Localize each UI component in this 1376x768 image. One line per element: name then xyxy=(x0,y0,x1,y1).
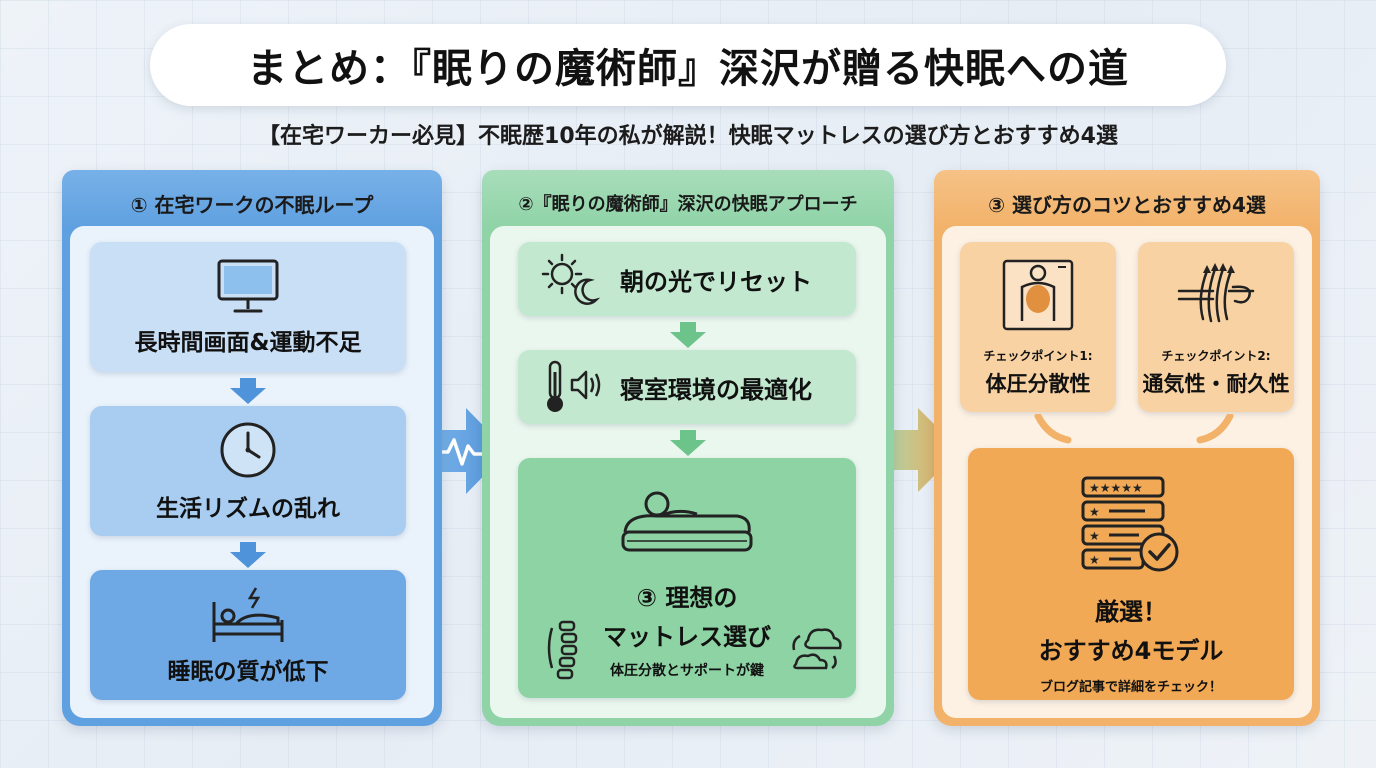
svg-text:★★★★★: ★★★★★ xyxy=(1089,481,1143,495)
step-long-screen-time: 長時間画面&運動不足 xyxy=(90,242,406,372)
checkpoint-value: 体圧分散性 xyxy=(985,371,1091,396)
highlight-line2: マットレス選び xyxy=(603,623,771,651)
clock-icon xyxy=(220,422,276,478)
body-pressure-icon xyxy=(1002,259,1074,330)
spine-icon xyxy=(547,620,578,680)
page-title-text: まとめ：『眠りの魔術師』深沢が贈る快眠への道 xyxy=(247,46,1129,92)
sun-moon-icon xyxy=(541,253,601,305)
checkpoint-2: チェックポイント2: 通気性・耐久性 xyxy=(1138,242,1294,412)
monitor-icon xyxy=(217,259,279,313)
down-arrow-icon xyxy=(230,542,266,568)
panel1-header: ① 在宅ワークの不眠ループ xyxy=(62,170,442,228)
page-title: まとめ：『眠りの魔術師』深沢が贈る快眠への道 xyxy=(150,24,1226,106)
restless-bed-icon xyxy=(212,587,284,642)
panel-insomnia-loop: ① 在宅ワークの不眠ループ 長時間画面&運動不足 生活リズムの乱れ xyxy=(62,170,442,726)
svg-text:★: ★ xyxy=(1089,529,1100,543)
rated-list-icon: ★★★★★ ★ ★ ★ xyxy=(1081,476,1179,572)
down-arrow-icon xyxy=(670,322,706,348)
result-line1: 厳選！ xyxy=(1095,598,1167,626)
page-subtitle: 【在宅ワーカー必見】不眠歴10年の私が解説！快眠マットレスの選び方とおすすめ4選 xyxy=(258,124,1118,149)
step-label: 朝の光でリセット xyxy=(620,267,812,296)
recommended-models: ★★★★★ ★ ★ ★ 厳選！ おすすめ4モデル ブログ記事で詳細をチェック！ xyxy=(968,448,1294,700)
panel2-header: ②『眠りの魔術師』深沢の快眠アプローチ xyxy=(482,170,894,228)
highlight-line1: ③ 理想の xyxy=(636,584,738,612)
checkpoint-1: チェックポイント1: 体圧分散性 xyxy=(960,242,1116,412)
down-arrow-icon xyxy=(670,430,706,456)
result-line2: おすすめ4モデル xyxy=(1038,637,1224,665)
cloud-icon xyxy=(792,628,842,670)
down-arrow-icon xyxy=(230,378,266,404)
svg-text:★: ★ xyxy=(1089,505,1100,519)
step-label: 長時間画面&運動不足 xyxy=(134,330,362,356)
checkpoint-label: チェックポイント2: xyxy=(1161,348,1271,363)
step-rhythm-disorder: 生活リズムの乱れ xyxy=(90,406,406,536)
thermometer-sound-icon xyxy=(547,360,601,412)
airflow-icon xyxy=(1177,262,1255,322)
checkpoint-value: 通気性・耐久性 xyxy=(1142,371,1290,396)
sleeping-mattress-icon xyxy=(621,491,753,552)
checkpoint-label: チェックポイント1: xyxy=(983,348,1093,363)
step-label: 生活リズムの乱れ xyxy=(156,496,340,522)
result-note: ブログ記事で詳細をチェック！ xyxy=(1039,680,1222,695)
panel-selection-tips: ③ 選び方のコツとおすすめ4選 チェックポイント1: 体圧分散性 チェックポイン… xyxy=(934,170,1320,726)
panel3-header: ③ 選び方のコツとおすすめ4選 xyxy=(934,170,1320,228)
step-sleep-quality-drop: 睡眠の質が低下 xyxy=(90,570,406,700)
panel-sleep-approach: ②『眠りの魔術師』深沢の快眠アプローチ 朝の光でリセット 寝室環境の最適化 xyxy=(482,170,894,726)
step-label: 寝室環境の最適化 xyxy=(620,375,812,404)
step-label: 睡眠の質が低下 xyxy=(167,659,329,685)
highlight-note: 体圧分散とサポートが鍵 xyxy=(610,663,764,679)
step-ideal-mattress: ③ 理想の マットレス選び 体圧分散とサポートが鍵 xyxy=(518,458,856,698)
svg-text:★: ★ xyxy=(1089,553,1100,567)
step-bedroom-environment: 寝室環境の最適化 xyxy=(518,350,856,424)
step-morning-light: 朝の光でリセット xyxy=(518,242,856,316)
connector-curves xyxy=(1034,414,1234,444)
